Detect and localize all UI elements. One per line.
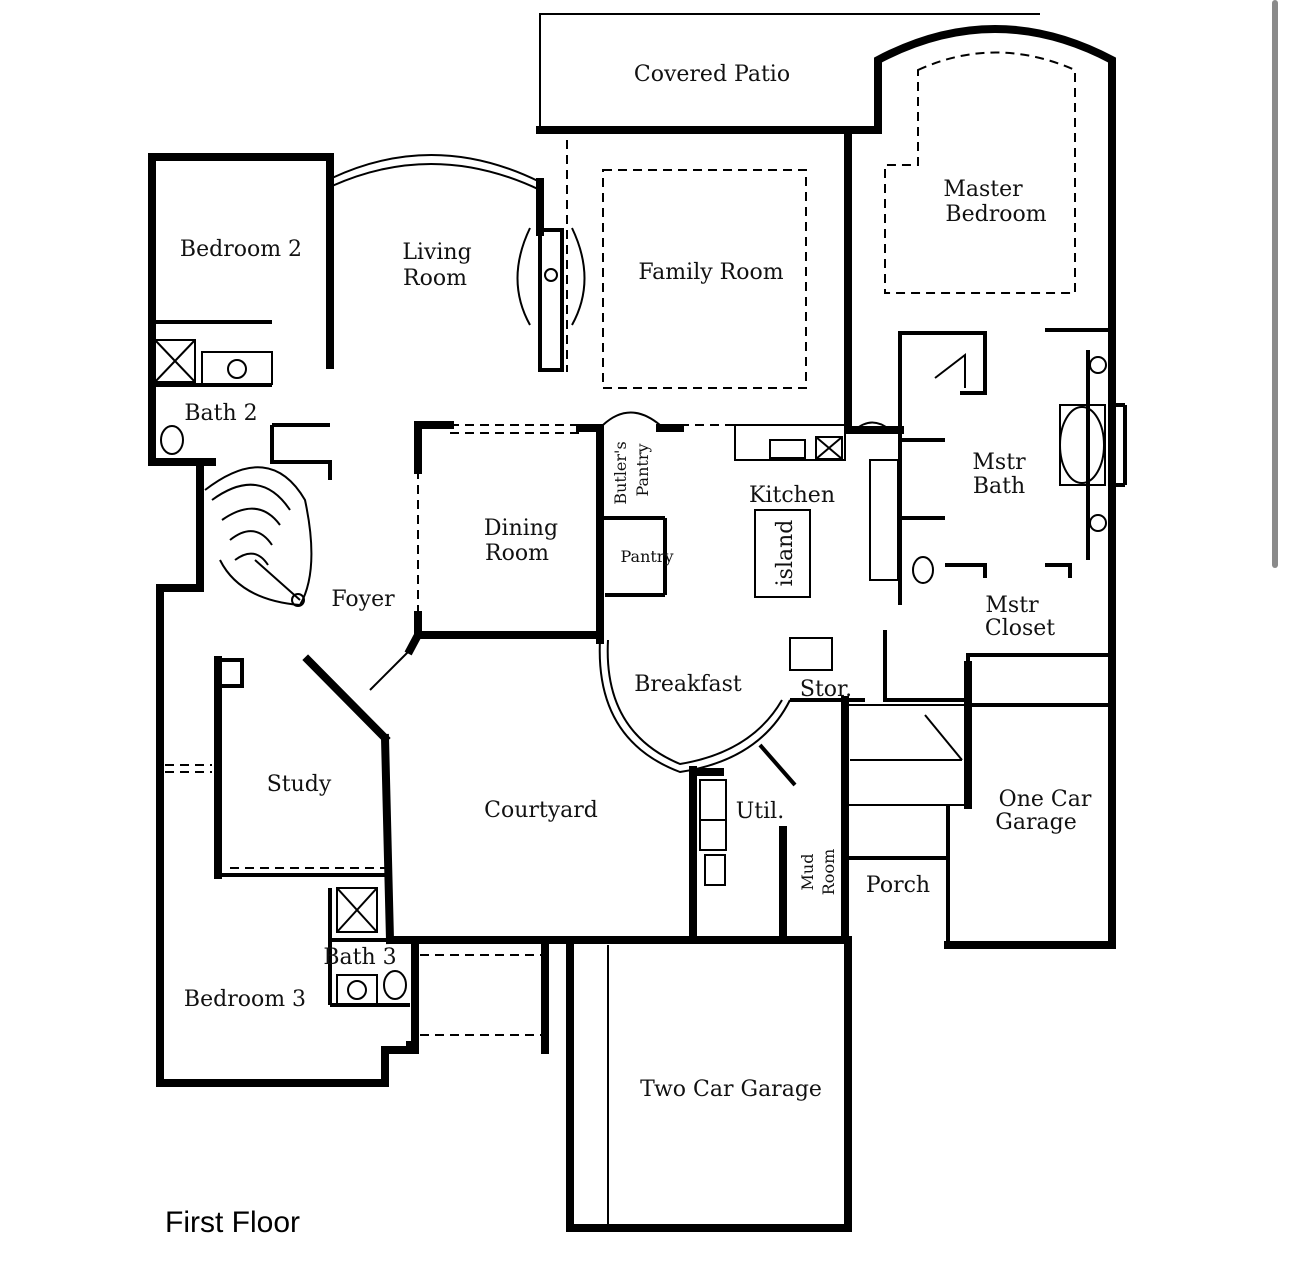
label-one-car-garage-line2: Garage [995, 810, 1076, 835]
label-butlers-pantry-line1: Butler's [611, 441, 630, 504]
label-mstr-bath-line2: Bath [973, 474, 1025, 499]
label-mud-room-line2: Room [819, 849, 838, 895]
label-storage: Stor. [800, 677, 852, 702]
family-room [516, 140, 807, 389]
label-breakfast: Breakfast [634, 672, 742, 697]
label-bath-2: Bath 2 [184, 401, 257, 426]
utility-mud [693, 743, 849, 944]
sink-icon-bath-3 [347, 980, 367, 1000]
label-utility: Util. [736, 799, 784, 824]
garage-wing [541, 661, 1116, 1232]
label-island: island [773, 520, 798, 587]
toilet-icon-bath-3 [383, 970, 407, 1000]
sink-icon [227, 359, 247, 379]
toilet-icon-master [912, 556, 934, 584]
label-courtyard: Courtyard [484, 798, 598, 823]
label-mstr-bath-line1: Mstr [972, 450, 1026, 475]
master-bath [898, 326, 1127, 669]
master-bedroom-walls [844, 25, 1116, 369]
label-family-room: Family Room [638, 260, 783, 285]
spiral-stair-icon [204, 466, 313, 607]
toilet-icon [160, 425, 184, 455]
bathtub-icon [1059, 406, 1105, 484]
label-two-car-garage: Two Car Garage [640, 1077, 822, 1102]
dining-kitchen-walls [414, 361, 904, 644]
breakfast-bay [598, 637, 865, 774]
label-pantry: Pantry [620, 547, 673, 566]
label-mstr-closet-line1: Mstr [985, 593, 1039, 618]
label-living-room-line2: Room [403, 266, 467, 291]
label-mud-room-line1: Mud [798, 854, 817, 891]
label-bedroom-3: Bedroom 3 [184, 987, 306, 1012]
label-mstr-closet-line2: Closet [985, 616, 1055, 641]
label-bedroom-2: Bedroom 2 [180, 237, 302, 262]
island-counter [754, 509, 811, 598]
label-butlers-pantry-line2: Pantry [633, 443, 652, 496]
vertical-scrollbar[interactable] [1272, 0, 1278, 568]
label-foyer: Foyer [331, 587, 395, 612]
floor-title: First Floor [165, 1206, 300, 1239]
label-kitchen: Kitchen [749, 483, 835, 508]
bedroom-2-walls [148, 153, 334, 480]
foyer-stair [156, 466, 313, 607]
label-master-bedroom-line2: Bedroom [945, 202, 1046, 227]
label-master-bedroom-line1: Master [943, 177, 1023, 202]
label-one-car-garage-line1: One Car [999, 787, 1092, 812]
fireplace-icon [538, 228, 564, 372]
kitchen-sink-icon [769, 439, 806, 459]
label-porch: Porch [866, 873, 930, 898]
label-bath-3: Bath 3 [323, 945, 396, 970]
covered-patio-outline [536, 13, 1040, 134]
label-living-room-line1: Living [402, 240, 471, 265]
label-dining-room-line1: Dining [484, 516, 558, 541]
living-room-bay [331, 153, 541, 191]
label-dining-room-line2: Room [485, 541, 549, 566]
courtyard-walls [386, 766, 697, 1054]
label-study: Study [267, 772, 332, 797]
west-wing [156, 584, 424, 1087]
label-covered-patio: Covered Patio [634, 62, 790, 87]
